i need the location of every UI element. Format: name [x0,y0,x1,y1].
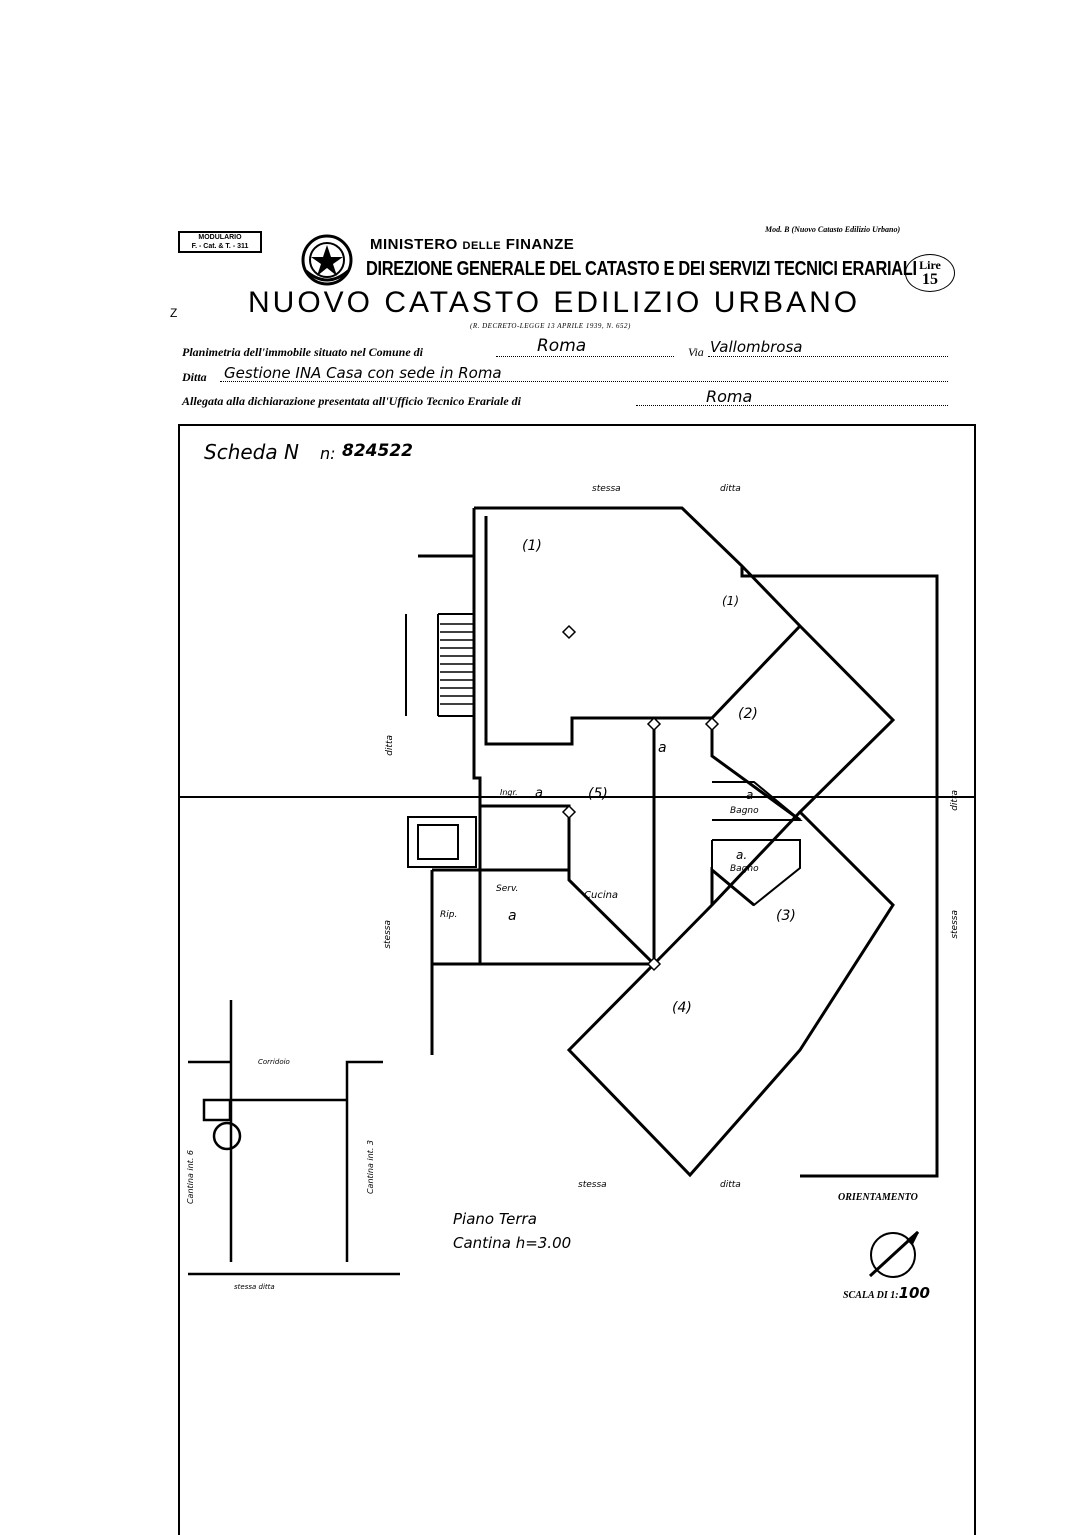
modulario-label: MODULARIO [198,234,242,241]
ripostiglio-label: Rip. [440,910,458,920]
via-label: Via [688,345,704,359]
comune-value: Roma [537,336,587,356]
room-3-label: (3) [776,908,796,924]
left-stessa-label: stessa [383,920,393,949]
planimetria-label: Planimetria dell'immobile situato nel Co… [182,345,424,359]
via-value: Vallombrosa [710,338,803,356]
piano-terra-label: Piano Terra [453,1210,537,1228]
right-stessa-label: stessa [950,910,960,939]
room-1b-label: (1) [722,594,739,608]
ingresso-label: Ingr. [500,788,518,797]
ministero-heading: MINISTERO DELLE FINANZE [370,236,574,253]
room-1-label: (1) [522,538,542,554]
catasto-title: NUOVO CATASTO EDILIZIO URBANO [248,286,861,319]
top-stessa-label: stessa [592,484,621,494]
allegata-label: Allegata alla dichiarazione presentata a… [182,394,521,408]
ministero-finanze: FINANZE [505,236,575,253]
sheet-border [178,425,976,1535]
servizio-a-label: a [508,908,517,924]
stair-treads [405,554,474,716]
ditta-value: Gestione INA Casa con sede in Roma [224,364,502,382]
bottom-ditta-label: ditta [720,1180,741,1190]
servizio-label: Serv. [496,884,519,894]
cellar-bottom-label: stessa ditta [234,1283,275,1291]
modulario-code: F. - Cat. & T. - 311 [191,243,249,250]
right-ditta-label: ditta [950,790,960,811]
scheda-label: Scheda N [204,440,299,464]
scheda-number: 824522 [342,441,413,461]
cantina-height-label: Cantina h=3.00 [453,1234,572,1252]
ditta-dots [220,381,948,382]
orientamento-label: ORIENTAMENTO [838,1192,918,1203]
bagno-1-label: Bagno [730,806,759,816]
north-arrow-icon [868,1230,920,1278]
mod-b-label: Mod. B (Nuovo Catasto Edilizio Urbano) [765,225,901,234]
bagno-2-label: Bagno [730,864,759,874]
room-2-label: (2) [738,706,758,722]
ditta-label: Ditta [182,370,207,384]
ingresso-a-label: a [535,786,543,801]
cantina-3-label: Cantina int. 3 [366,1140,375,1195]
sheet-frame [178,424,976,798]
apartment-walls [430,506,939,1178]
scala-prefix: SCALA DI 1: [843,1290,899,1301]
comune-dots [496,356,674,357]
cantina-6-label: Cantina int. 6 [186,1150,195,1205]
direzione-heading: DIREZIONE GENERALE DEL CATASTO E DEI SER… [366,258,917,280]
ministero-delle: DELLE [462,240,502,252]
bagno-2-a-label: a. [736,848,748,862]
modulario-box: MODULARIO F. - Cat. & T. - 311 [178,231,262,253]
hall-a-label: a [658,740,667,756]
scala-label: SCALA DI 1:100 [843,1284,930,1302]
room-4-label: (4) [672,1000,692,1016]
bagno-1-a-label: a [746,788,754,802]
left-ditta-label: ditta [385,735,395,756]
decreto-line: (R. DECRETO-LEGGE 13 APRILE 1939, N. 652… [470,322,631,330]
lire-label: Lire [919,258,941,272]
lire-stamp: Lire 15 [905,254,955,292]
margin-mark: Z [170,306,178,320]
lire-value: 15 [922,271,938,288]
bottom-stessa-label: stessa [578,1180,607,1190]
cucina-label: Cucina [584,890,619,901]
allegata-value: Roma [706,387,753,406]
cellar-walls [188,1000,400,1276]
italian-emblem-icon [301,234,353,286]
allegata-dots [636,405,948,406]
ministero-word: MINISTERO [370,236,458,253]
via-dots [708,356,948,357]
scala-value: 100 [898,1284,930,1302]
scheda-prefix: n: [320,444,336,463]
room-5-label: (5) [588,786,608,802]
corridoio-label: Corridoio [258,1058,290,1066]
top-ditta-label: ditta [720,484,741,494]
